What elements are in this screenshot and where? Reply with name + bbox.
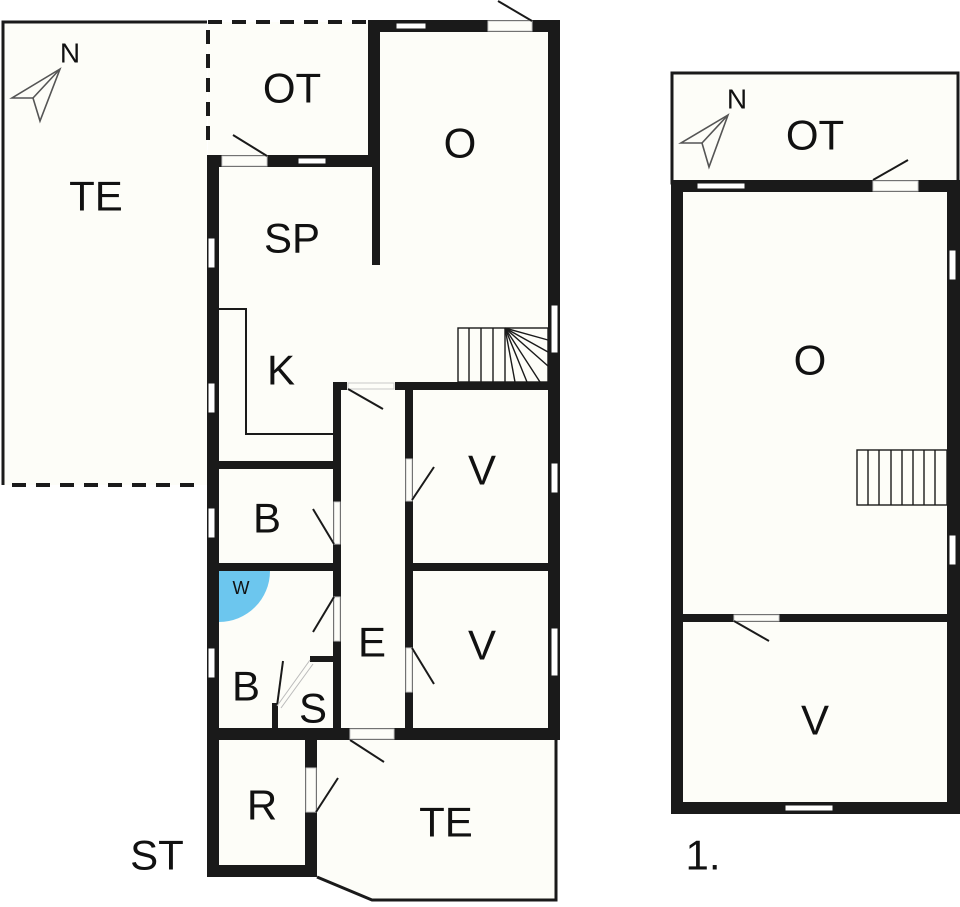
label-washer: W — [233, 578, 250, 598]
label-outdoor-top: OT — [263, 65, 321, 112]
washer-marker — [219, 571, 270, 622]
compass-icon-1 — [678, 113, 730, 170]
ground-floor-plan: N TE OT O SP K B W B S E V V R TE ST — [1, 0, 560, 902]
compass-north-label: N — [60, 38, 80, 69]
room-outdoor-top — [208, 22, 373, 157]
room-terrace-west — [3, 22, 207, 485]
label-dining: SP — [264, 215, 320, 262]
label-bedroom-upper: V — [468, 447, 496, 494]
label-living: O — [444, 120, 477, 167]
label-hall: E — [358, 619, 386, 666]
label-bedroom-1: V — [801, 697, 829, 744]
room-outdoor-top-1 — [670, 71, 960, 185]
floor-label-first: 1. — [685, 832, 720, 879]
floor-label-ground: ST — [130, 832, 184, 879]
staircase-1 — [856, 449, 948, 506]
label-living-1: O — [794, 337, 827, 384]
label-bath-lower: B — [232, 663, 260, 710]
label-bath-upper: B — [253, 495, 281, 542]
label-bedroom-lower: V — [468, 622, 496, 669]
label-storage: R — [247, 782, 277, 829]
label-terrace-south: TE — [419, 799, 473, 846]
staircase — [457, 327, 549, 383]
label-shower: S — [299, 685, 327, 732]
compass-icon — [9, 67, 62, 124]
label-outdoor-top-1: OT — [786, 112, 844, 159]
first-floor-plan: N OT O V 1. — [670, 71, 960, 879]
label-terrace-west: TE — [69, 173, 123, 220]
label-kitchen: K — [267, 347, 295, 394]
compass-north-label-1: N — [727, 84, 747, 115]
